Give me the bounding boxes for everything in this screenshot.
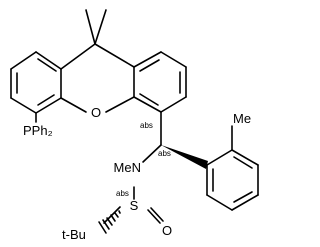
wedge-bond: [161, 145, 208, 169]
phosphine-label: PPh₂: [23, 123, 53, 138]
xanthene-central-ring: [60, 43, 135, 113]
abs-label-methine: abs: [158, 149, 171, 158]
xanthene-left-ring: [10, 51, 62, 114]
hashed-bond: [98, 210, 121, 234]
chemical-structure: O PPh₂ Me MeN S O t-Bu abs abs abs: [10, 9, 259, 242]
xanthene-right-ring: [133, 51, 187, 113]
sulfinyl-oxygen-label: O: [162, 223, 172, 238]
sulfur-label: S: [130, 198, 139, 213]
amine-label: MeN: [114, 160, 141, 175]
tolyl-ring: [206, 149, 259, 211]
abs-label-sulfur: abs: [116, 189, 129, 198]
aryl-methyl-label: Me: [233, 111, 251, 126]
tert-butyl-label: t-Bu: [62, 227, 86, 242]
gem-dimethyl: [85, 9, 107, 45]
abs-label-aryl: abs: [140, 121, 153, 130]
oxygen-bridge-label: O: [91, 105, 101, 120]
stereocenter-bonds: [103, 111, 164, 224]
